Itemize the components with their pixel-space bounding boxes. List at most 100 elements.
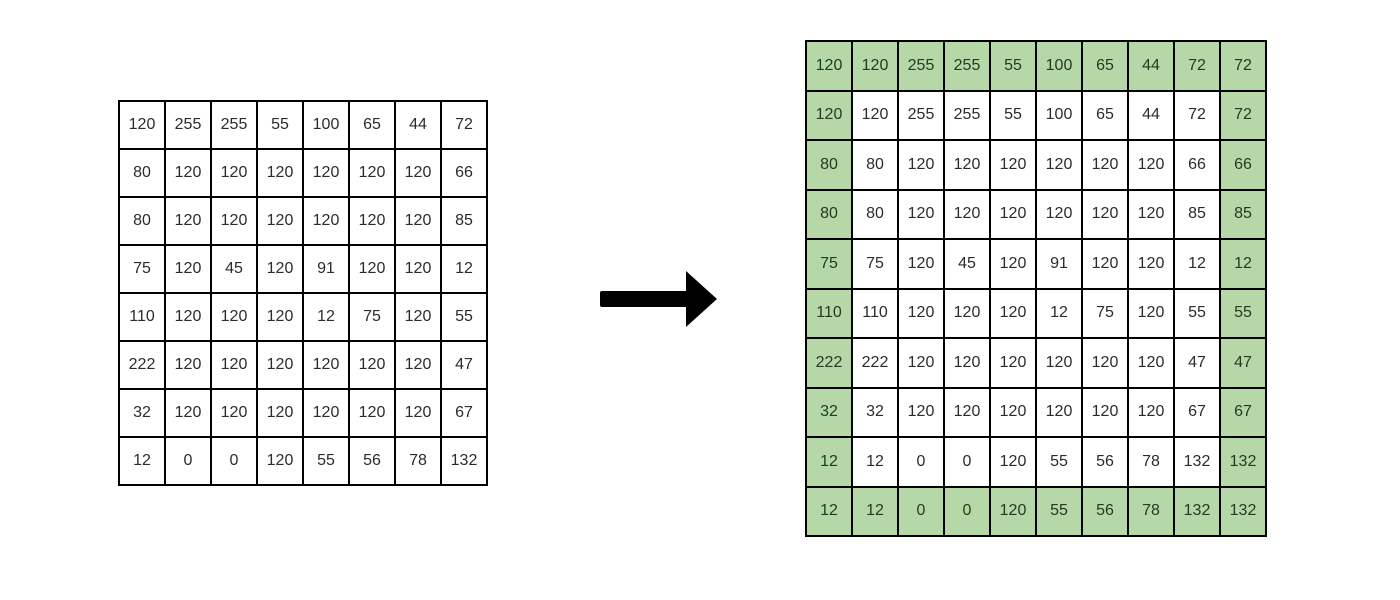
grid-cell: 120 — [989, 139, 1037, 191]
grid-cell: 120 — [210, 196, 258, 246]
grid-cell: 12 — [440, 244, 488, 294]
grid-cell: 0 — [897, 436, 945, 488]
grid-cell: 120 — [1035, 188, 1083, 240]
grid-cell: 12 — [118, 436, 166, 486]
grid-cell: 32 — [805, 386, 853, 438]
grid-cell: 75 — [851, 238, 899, 290]
grid-cell: 12 — [1173, 238, 1221, 290]
grid-cell: 72 — [1219, 89, 1267, 141]
grid-cell: 55 — [302, 436, 350, 486]
grid-cell: 72 — [1173, 89, 1221, 141]
grid-cell: 12 — [302, 292, 350, 342]
grid-cell: 65 — [1081, 89, 1129, 141]
grid-cell: 120 — [1127, 139, 1175, 191]
grid-cell: 75 — [348, 292, 396, 342]
grid-cell: 120 — [1127, 238, 1175, 290]
grid-cell: 255 — [210, 100, 258, 150]
grid-cell: 132 — [1219, 436, 1267, 488]
grid-cell: 255 — [164, 100, 212, 150]
grid-cell: 120 — [1035, 386, 1083, 438]
grid-cell: 120 — [943, 337, 991, 389]
grid-cell: 120 — [256, 148, 304, 198]
grid-cell: 120 — [302, 388, 350, 438]
grid-cell: 0 — [943, 485, 991, 537]
grid-cell: 55 — [1035, 485, 1083, 537]
grid-cell: 55 — [1219, 287, 1267, 339]
grid-cell: 120 — [164, 340, 212, 390]
grid-cell: 32 — [118, 388, 166, 438]
grid-cell: 120 — [164, 244, 212, 294]
grid-cell: 45 — [210, 244, 258, 294]
grid-cell: 120 — [851, 40, 899, 92]
grid-cell: 12 — [851, 485, 899, 537]
grid-cell: 80 — [805, 188, 853, 240]
grid-cell: 120 — [394, 196, 442, 246]
grid-cell: 120 — [1081, 139, 1129, 191]
grid-cell: 72 — [1173, 40, 1221, 92]
grid-cell: 120 — [989, 485, 1037, 537]
grid-cell: 67 — [440, 388, 488, 438]
grid-cell: 120 — [1081, 386, 1129, 438]
grid-cell: 66 — [1173, 139, 1221, 191]
grid-cell: 85 — [1219, 188, 1267, 240]
grid-cell: 78 — [394, 436, 442, 486]
grid-cell: 32 — [851, 386, 899, 438]
grid-cell: 120 — [897, 139, 945, 191]
grid-cell: 120 — [394, 388, 442, 438]
grid-cell: 120 — [394, 340, 442, 390]
grid-cell: 120 — [164, 388, 212, 438]
grid-cell: 120 — [1127, 386, 1175, 438]
grid-cell: 65 — [1081, 40, 1129, 92]
grid-cell: 120 — [348, 340, 396, 390]
grid-cell: 120 — [348, 148, 396, 198]
grid-cell: 120 — [989, 188, 1037, 240]
right-arrow-icon — [600, 271, 717, 327]
grid-cell: 120 — [897, 287, 945, 339]
grid-cell: 255 — [897, 40, 945, 92]
grid-cell: 67 — [1173, 386, 1221, 438]
grid-cell: 12 — [805, 436, 853, 488]
grid-cell: 120 — [210, 292, 258, 342]
grid-cell: 47 — [1219, 337, 1267, 389]
grid-cell: 120 — [348, 388, 396, 438]
grid-cell: 120 — [805, 40, 853, 92]
grid-cell: 120 — [805, 89, 853, 141]
grid-cell: 66 — [1219, 139, 1267, 191]
grid-cell: 255 — [943, 40, 991, 92]
grid-cell: 12 — [851, 436, 899, 488]
grid-cell: 132 — [1173, 436, 1221, 488]
grid-cell: 12 — [1219, 238, 1267, 290]
grid-cell: 120 — [210, 148, 258, 198]
grid-cell: 120 — [989, 287, 1037, 339]
grid-cell: 0 — [210, 436, 258, 486]
grid-cell: 120 — [256, 340, 304, 390]
grid-cell: 55 — [256, 100, 304, 150]
grid-cell: 120 — [989, 337, 1037, 389]
grid-cell: 120 — [302, 196, 350, 246]
grid-cell: 80 — [805, 139, 853, 191]
grid-cell: 120 — [348, 196, 396, 246]
grid-cell: 67 — [1219, 386, 1267, 438]
grid-cell: 120 — [989, 238, 1037, 290]
grid-cell: 222 — [851, 337, 899, 389]
grid-cell: 120 — [989, 386, 1037, 438]
grid-cell: 56 — [1081, 436, 1129, 488]
grid-cell: 12 — [1035, 287, 1083, 339]
grid-cell: 120 — [302, 148, 350, 198]
grid-cell: 110 — [805, 287, 853, 339]
grid-cell: 120 — [118, 100, 166, 150]
grid-cell: 78 — [1127, 485, 1175, 537]
grid-cell: 75 — [805, 238, 853, 290]
grid-cell: 12 — [805, 485, 853, 537]
grid-cell: 120 — [394, 148, 442, 198]
